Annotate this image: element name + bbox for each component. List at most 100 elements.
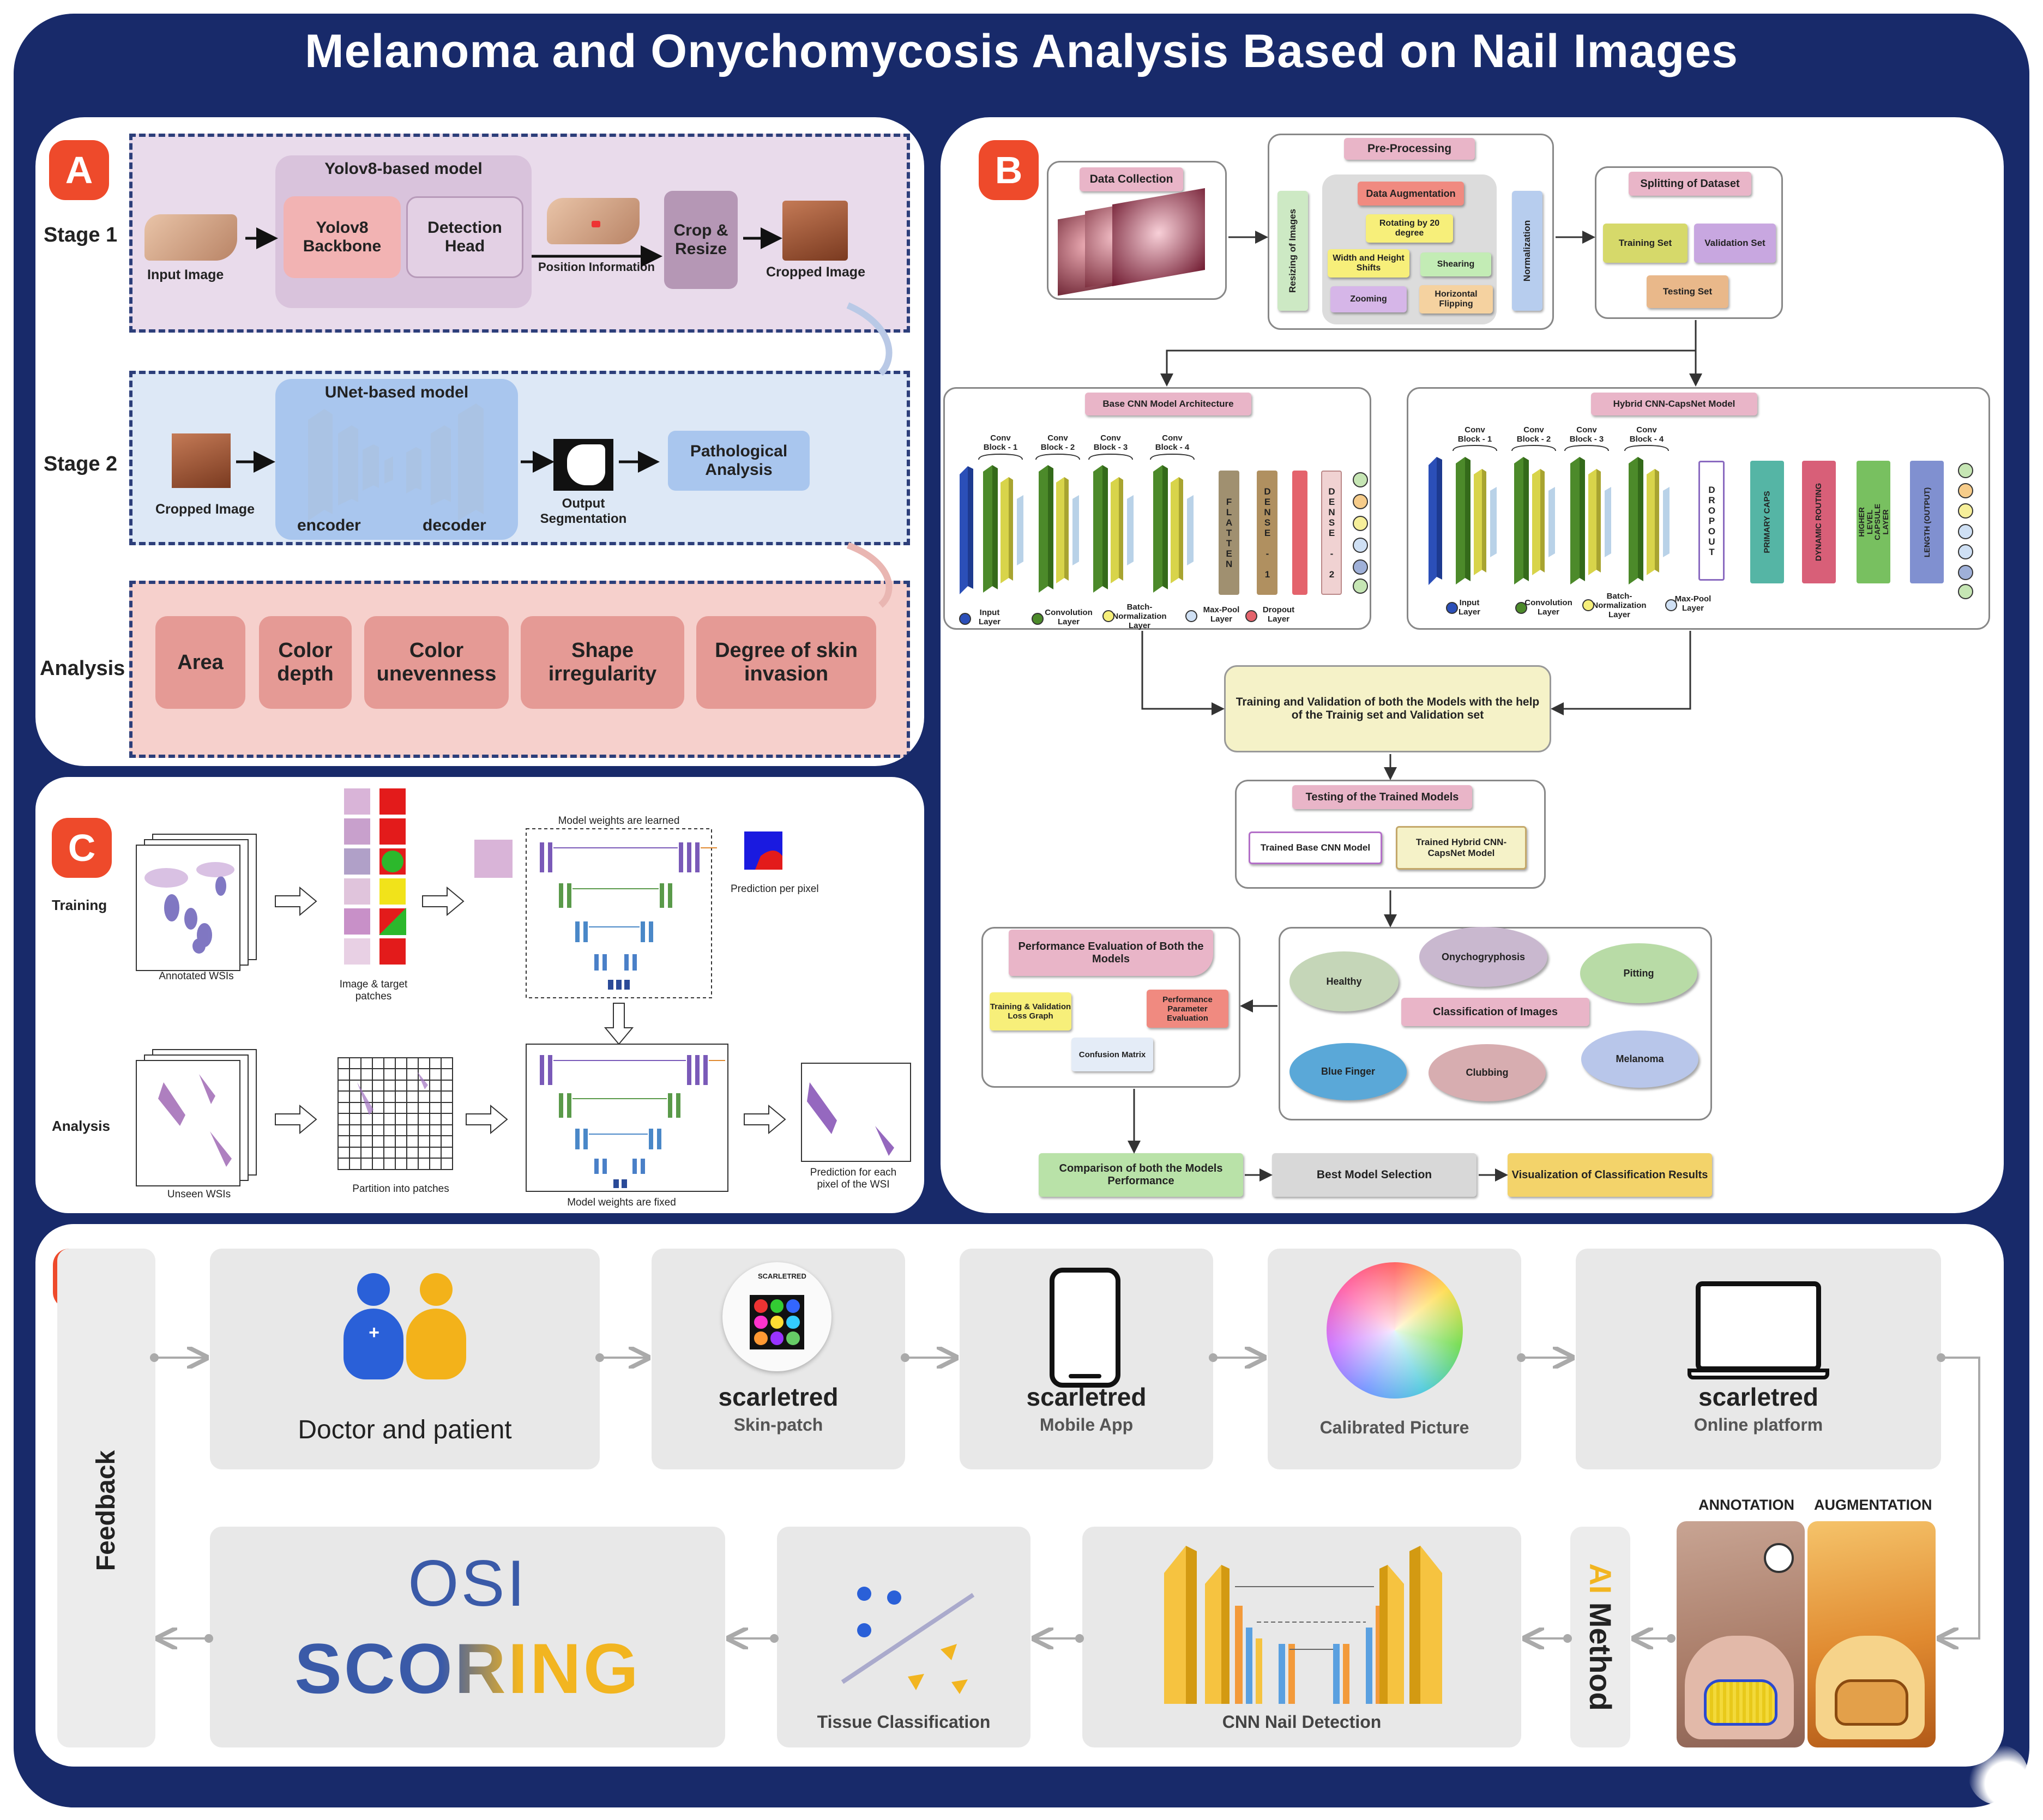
annotation-label: ANNOTATION (1698, 1497, 1794, 1513)
zooming-label: Zooming (1330, 286, 1407, 312)
output-segmentation-mask (567, 444, 605, 485)
panel-c: C Training Analysis Annotated WSIs Image… (35, 777, 924, 1213)
hybrid-conv-block-4: Conv Block - 4 (1629, 425, 1664, 444)
hybrid-conv-block-3: Conv Block - 3 (1569, 425, 1604, 444)
testing-trained-label: Testing of the Trained Models (1292, 785, 1472, 809)
training-set-label: Training Set (1603, 224, 1688, 263)
hybrid-legend-input: Input Layer (1458, 598, 1481, 617)
normalization-label: Normalization (1512, 191, 1542, 311)
doctor-card (210, 1249, 600, 1469)
data-augmentation-label: Data Augmentation (1358, 182, 1464, 206)
input-image-hand (144, 214, 237, 261)
hybrid-conv-block-2: Conv Block - 2 (1516, 425, 1551, 444)
trained-hybrid-label: Trained Hybrid CNN-CapsNet Model (1396, 826, 1527, 870)
online-platform-text: Online platform (1694, 1415, 1823, 1435)
rotating-label: Rotating by 20 degree (1366, 214, 1453, 243)
calibrated-label: Calibrated Picture (1319, 1418, 1469, 1437)
patient-body (406, 1309, 466, 1379)
dense2-text: DENSE - 2 (1327, 486, 1337, 580)
output-segmentation-label: Output Segmentation (540, 496, 627, 526)
tissue-card (777, 1527, 1030, 1747)
augmentation-image (1807, 1521, 1936, 1747)
badge-a: A (49, 140, 109, 200)
skin-patch-text: Skin-patch (733, 1415, 823, 1435)
length-output: LENGTH (OUTPUT) (1910, 461, 1944, 583)
encoder-label: encoder (297, 516, 361, 534)
perf-eval-label: Performance Evaluation of Both the Model… (1009, 930, 1213, 976)
doctor-head (357, 1273, 390, 1306)
dropout-layer (1292, 471, 1307, 595)
badge-c: C (52, 818, 112, 878)
panel-a-arrows (236, 227, 893, 608)
cropped-image-label-1: Cropped Image (766, 264, 865, 280)
classification-label: Classification of Images (1401, 998, 1589, 1026)
best-model-box: Best Model Selection (1272, 1153, 1476, 1197)
badge-b: B (979, 140, 1039, 200)
skin-patch-brand: scarletred (718, 1383, 839, 1411)
input-image-label: Input Image (147, 267, 224, 282)
base-conv-block-3: Conv Block - 3 (1093, 433, 1128, 452)
flatten-text: FLATTEN (1224, 496, 1234, 569)
weights-fixed-label: Model weights are fixed (567, 1197, 676, 1208)
dense2-layer: DENSE - 2 (1321, 471, 1342, 595)
primary-caps: PRIMARY CAPS (1750, 461, 1784, 583)
hybrid-label: Hybrid CNN-CapsNet Model (1591, 393, 1757, 415)
panel-b: B Data Collection Pre-Processing Resizin… (941, 117, 2004, 1213)
phone-icon (1050, 1268, 1120, 1388)
cropped-image-1 (782, 201, 848, 261)
doctor-label: Doctor and patient (298, 1415, 512, 1444)
calibrated-icon-center (1327, 1262, 1463, 1399)
flatten-layer: FLATTEN (1219, 471, 1239, 595)
position-marker (592, 221, 600, 227)
patient-head (420, 1273, 453, 1306)
class-healthy: Healthy (1289, 951, 1399, 1011)
image-target-label: Image & target patches (339, 979, 408, 1002)
hybrid-legend-batch: Batch-Normalization Layer (1592, 592, 1647, 619)
cropped-image-label-2: Cropped Image (155, 502, 255, 517)
hybrid-dropout-text: DROPOUT (1707, 484, 1717, 557)
hybrid-legend-maxpool: Max-Pool Layer (1674, 594, 1711, 613)
osi-text: OSI (408, 1547, 527, 1620)
resizing-label: Resizing of Images (1277, 191, 1308, 311)
base-cnn-label: Base CNN Model Architecture (1085, 393, 1251, 415)
pathological-analysis-box: Pathological Analysis (668, 431, 810, 491)
page-title: Melanoma and Onychomycosis Analysis Base… (305, 25, 1738, 77)
feedback-card (57, 1249, 155, 1747)
yolo-model-title: Yolov8-based model (324, 160, 483, 178)
class-blue-finger: Blue Finger (1289, 1043, 1407, 1100)
augmentation-label: AUGMENTATION (1814, 1497, 1932, 1513)
confusion-label: Confusion Matrix (1071, 1038, 1153, 1071)
train-val-text: Training and Validation of both the Mode… (1236, 696, 1540, 721)
hybrid-conv-block-1: Conv Block - 1 (1457, 425, 1492, 444)
scoring-text: SCORING (210, 1628, 725, 1709)
dynamic-routing: DYNAMIC ROUTING (1802, 461, 1836, 583)
panel-c-diagram (136, 787, 911, 1192)
stage1-label: Stage 1 (44, 224, 118, 246)
annotation-nail-mask (1704, 1679, 1777, 1726)
corner-decoration (1968, 1745, 2028, 1805)
skin-patch-label-tag: SCARLETRED (758, 1272, 806, 1280)
data-collection-label: Data Collection (1080, 167, 1183, 191)
dense1-text: DENSE - 1 (1262, 486, 1273, 580)
decoder-label: decoder (423, 516, 486, 534)
validation-set-label: Validation Set (1694, 224, 1776, 263)
trained-base-label: Trained Base CNN Model (1249, 831, 1382, 864)
metric-skin-invasion: Degree of skin invasion (696, 616, 876, 709)
class-clubbing: Clubbing (1429, 1044, 1546, 1101)
hybrid-legend-conv: Convolution Layer (1524, 598, 1572, 617)
horizontal-flipping-label: Horizontal Flipping (1419, 285, 1493, 314)
base-legend-maxpool: Max-Pool Layer (1203, 605, 1240, 624)
augmentation-nail (1835, 1679, 1908, 1726)
yolov8-backbone: Yolov8 Backbone (284, 196, 401, 278)
perf-param-label: Performance Parameter Evaluation (1147, 990, 1228, 1028)
unet-model-title: UNet-based model (324, 383, 469, 401)
panel-d-flow (150, 1224, 1980, 1704)
visualization-box: Visualization of Classification Results (1508, 1153, 1712, 1197)
metric-color-depth: Color depth (259, 616, 352, 709)
metric-shape-irregularity: Shape irregularity (521, 616, 684, 709)
partition-label: Partition into patches (352, 1183, 449, 1195)
cnn-glyph (1164, 1546, 1442, 1704)
base-conv-block-4: Conv Block - 4 (1155, 433, 1190, 452)
phone-home-bar (1069, 1374, 1101, 1378)
detection-head: Detection Head (406, 196, 523, 278)
